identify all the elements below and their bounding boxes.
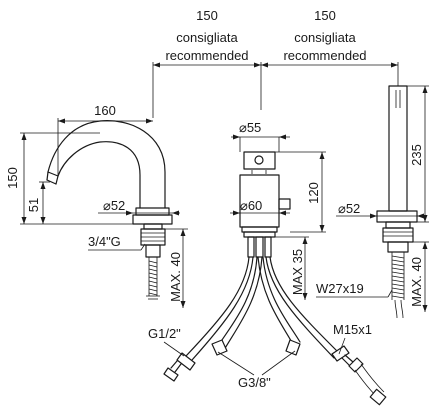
spout-height-value: 150 — [5, 167, 20, 189]
shower-thread-leader — [316, 289, 393, 298]
inlet-thread-label: G1/2" — [148, 326, 181, 341]
spout-outlet-height-value: 51 — [26, 198, 41, 212]
mixer-height-dimension — [275, 151, 326, 233]
spacing-right-note-en: recommended — [283, 48, 366, 63]
spacing-left-note-en: recommended — [165, 48, 248, 63]
spout-height-dimension — [20, 132, 133, 225]
mixer-max-deck-value: MAX 35 — [290, 249, 305, 295]
spout-thread-leader — [88, 243, 146, 251]
inlet-thread-leader — [163, 341, 185, 357]
hose-end-thread-leader — [338, 337, 346, 355]
hand-shower — [376, 85, 418, 319]
shower-thread-value: W27x19 — [316, 281, 364, 296]
spout-max-deck-dimension — [165, 228, 188, 308]
spout-base-diameter-dimension — [98, 210, 180, 216]
mixer-base-diameter-value: ⌀60 — [240, 198, 262, 213]
mixer — [239, 151, 291, 238]
spacing-left-value: 150 — [196, 8, 218, 23]
spout-thread-value: 3/4"G — [88, 234, 121, 249]
hose-thread-label: G3/8" — [238, 375, 271, 390]
shower-base-diameter-dimension — [336, 213, 425, 219]
mixer-base-diameter-dimension — [230, 210, 290, 216]
mixer-top-diameter-value: ⌀55 — [239, 120, 261, 135]
spout-reach-dimension — [57, 118, 153, 176]
shower-height-value: 235 — [409, 144, 424, 166]
spacing-left-note: consigliata — [176, 30, 238, 45]
hose-end-thread-label: M15x1 — [333, 322, 372, 337]
mixer-hoses — [163, 236, 387, 406]
mixer-height-value: 120 — [306, 182, 321, 204]
spacing-right-value: 150 — [314, 8, 336, 23]
mixer-top-diameter-dimension — [231, 134, 290, 152]
shower-max-deck-value: MAX. 40 — [409, 257, 424, 307]
top-spacing-dimension — [152, 62, 399, 118]
shower-base-diameter-value: ⌀52 — [338, 201, 360, 216]
spacing-right-note: consigliata — [294, 30, 356, 45]
spout-base-diameter-value: ⌀52 — [103, 198, 125, 213]
shower-max-deck-dimension — [413, 241, 429, 312]
shower-height-dimension — [407, 85, 429, 223]
spout-max-deck-value: MAX. 40 — [168, 252, 183, 302]
mixer-max-deck-dimension — [275, 236, 309, 300]
spout-reach-value: 160 — [94, 103, 116, 118]
hose-thread-leader — [217, 350, 296, 376]
